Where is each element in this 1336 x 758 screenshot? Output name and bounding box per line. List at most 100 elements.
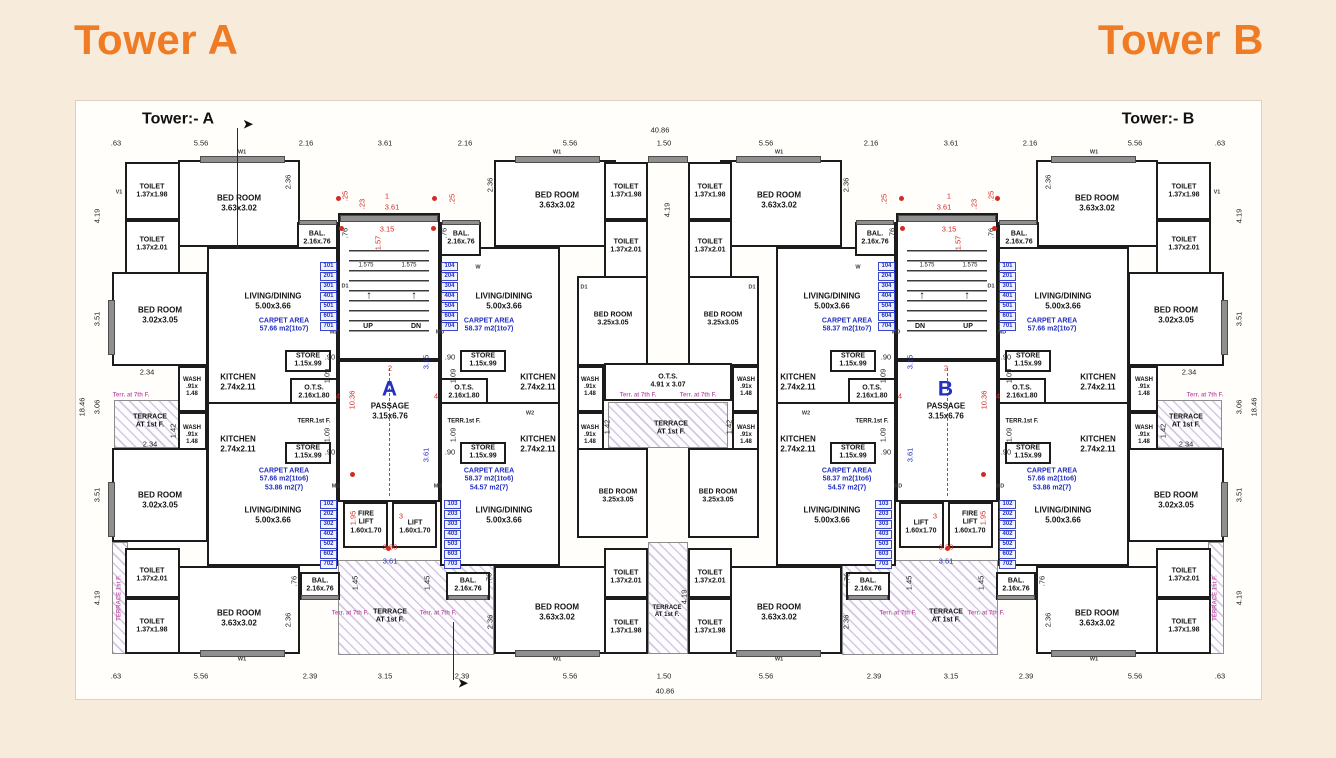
room-toilet [125, 162, 180, 220]
tag-label: W2 [801, 410, 811, 417]
tag-label: D1 [987, 283, 995, 290]
terrace-note: Terr. at 7th F. [679, 392, 717, 399]
dim-label: 2.34 [142, 439, 158, 449]
red-dot [900, 226, 905, 231]
room-bedroom [720, 160, 842, 247]
dim-label: 1.42 [602, 419, 612, 435]
dim-label: 2.36 [283, 174, 293, 190]
tag-label: V1 [115, 189, 123, 196]
dim-label: 3.06 [1234, 399, 1244, 415]
dim-label-red: 1 [946, 191, 952, 201]
balcony-rail [856, 220, 894, 225]
red-dot [336, 196, 341, 201]
balcony-rail [299, 220, 337, 225]
dim-label-red: 3.15 [941, 224, 957, 234]
window [340, 215, 438, 222]
room-store [460, 442, 506, 464]
window [515, 156, 600, 163]
dim-label: .90 [1000, 352, 1012, 362]
dim-label: 2.16 [1022, 138, 1038, 148]
dim-label: .63 [110, 671, 122, 681]
dim-label: 1.45 [422, 575, 432, 591]
up-label: UP [963, 322, 973, 330]
dim-label-red: 2 [943, 363, 949, 373]
terrace-note: Terr. at 7th F. [879, 610, 917, 617]
dim-label: 2.34 [1181, 367, 1197, 377]
room-lift [899, 502, 944, 548]
dim-label: 40.86 [650, 125, 670, 135]
window [515, 650, 600, 657]
dim-label: 5.56 [562, 671, 578, 681]
dim-label-blue: 3.61 [421, 447, 431, 463]
room-fire-lift [343, 502, 388, 548]
dim-label-red: 1.57 [373, 235, 383, 251]
stair-arrow-icon: ↑ [964, 289, 970, 302]
dim-label: 2.36 [841, 177, 851, 193]
dim-label: .63 [1214, 671, 1226, 681]
dim-label-red: 4 [335, 391, 341, 401]
terrace-note: Terr. at 7th F. [619, 392, 657, 399]
red-dot [431, 226, 436, 231]
dim-label: 1.42 [724, 419, 734, 435]
terrace-hatch [648, 542, 688, 654]
room-label: O.T.S.2.16x1.80 [1006, 384, 1038, 400]
dim-label: 2.39 [302, 671, 318, 681]
room-bedroom [1128, 448, 1224, 542]
dim-label: 3.51 [1234, 487, 1244, 503]
dim-label-blue: 3.61 [382, 556, 398, 566]
dim-label-red: 4 [897, 391, 903, 401]
dim-label: 3.15 [943, 671, 959, 681]
tower-letter: A [381, 377, 399, 401]
dim-label: .90 [324, 447, 336, 457]
dim-label: 2.39 [866, 671, 882, 681]
dim-label: 4.19 [92, 208, 102, 224]
tag-label: MD [433, 483, 443, 490]
balcony-rail [448, 595, 488, 600]
window [108, 300, 115, 355]
red-dot [945, 546, 950, 551]
dim-label: 5.56 [1127, 138, 1143, 148]
terrace-note: TERRACE 1st F. [1212, 575, 1219, 621]
window [1051, 650, 1136, 657]
room-wash [1129, 366, 1158, 412]
dim-label-blue: 3.61 [938, 556, 954, 566]
dim-label: 2.36 [1043, 612, 1053, 628]
dim-label-red: 10.36 [347, 390, 357, 410]
dim-label: 18.46 [77, 397, 87, 417]
red-dot [995, 196, 1000, 201]
balcony-rail [999, 220, 1037, 225]
room-wash [178, 366, 207, 412]
tag-label: MD [893, 483, 903, 490]
dim-label-blue: 3.15 [905, 354, 915, 370]
terrace-note: TERRACE 1st F. [116, 575, 123, 621]
room-toilet [604, 548, 648, 598]
dim-label-red: 3.61 [384, 202, 400, 212]
room-label: BAL.2.16x.76 [447, 230, 475, 246]
tag-label: D1 [341, 283, 349, 290]
dim-label-blue: 3.15 [421, 354, 431, 370]
dim-label-red: 10.36 [979, 390, 989, 410]
